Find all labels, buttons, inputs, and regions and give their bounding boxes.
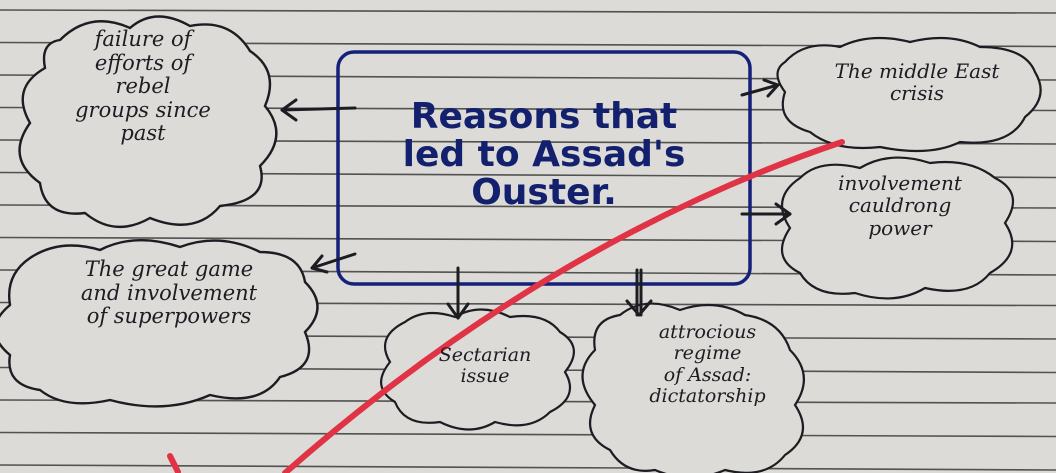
- node-rebel-groups: failure of efforts of rebel groups since…: [75, 27, 211, 146]
- arrow-to-involvement-power: [740, 202, 792, 226]
- red-tick-mark: [167, 453, 181, 473]
- central-topic: Reasons that led to Assad's Ouster.: [402, 96, 686, 213]
- ruled-line: [0, 431, 1056, 438]
- cloud-middle-east: [776, 36, 1042, 153]
- cloud-rebel-groups: [18, 15, 278, 229]
- cloud-great-game: [0, 239, 319, 408]
- arrow-to-middle-east: [740, 78, 780, 98]
- node-involvement-power: involvement cauldrong power: [838, 171, 962, 240]
- cloud-involvement-power: [780, 156, 1015, 300]
- node-sectarian: Sectarian issue: [438, 344, 532, 388]
- node-great-game: The great game and involvement of superp…: [80, 257, 258, 329]
- cloud-atrocious-regime: [581, 302, 805, 473]
- ruled-line: [0, 464, 1056, 471]
- red-strike-mark: [282, 139, 845, 473]
- arrow-to-rebel-groups: [280, 98, 357, 122]
- arrow-to-atrocious-regime: [625, 268, 653, 317]
- node-atrocious-regime: attrocious regime of Assad: dictatorship: [649, 321, 766, 407]
- node-middle-east: The middle East crisis: [834, 59, 1000, 106]
- arrow-to-sectarian: [446, 266, 470, 320]
- ruled-line: [0, 9, 1056, 14]
- arrow-to-great-game: [310, 252, 357, 274]
